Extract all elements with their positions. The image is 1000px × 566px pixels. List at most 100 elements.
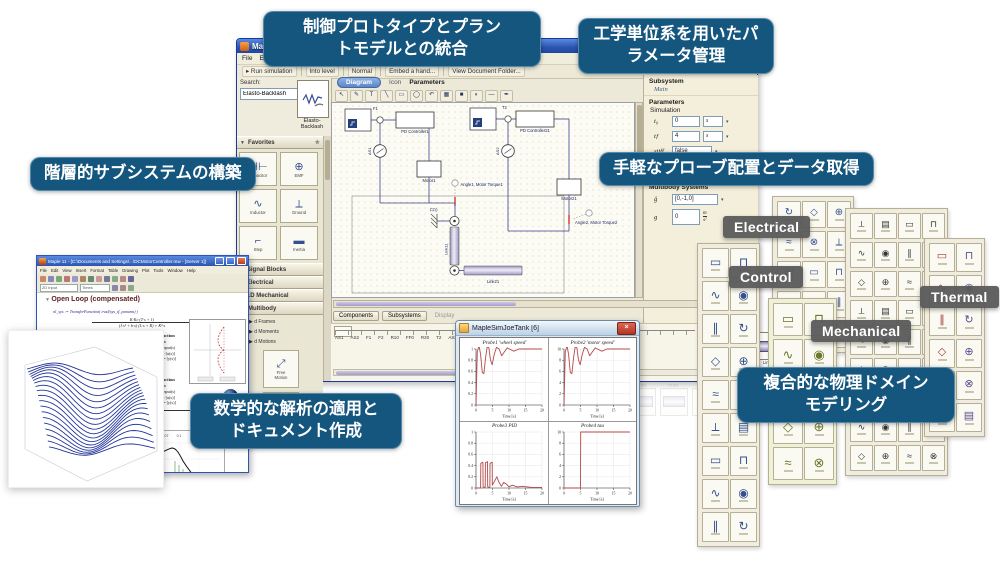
palette-tile[interactable]: ∥ <box>929 307 955 336</box>
draw-tool[interactable]: T <box>365 89 378 102</box>
palette-tile[interactable]: ▭ <box>898 213 921 239</box>
palette-tile[interactable]: ↻ <box>956 307 982 336</box>
palette-tile[interactable]: ∿ <box>702 281 729 311</box>
palette-tile[interactable]: ◉ <box>804 339 834 372</box>
draw-tool[interactable]: ↖ <box>335 89 348 102</box>
maple-menu-item[interactable]: Format <box>90 267 104 273</box>
palette-component-inductor[interactable]: ∿Inductor <box>239 189 277 223</box>
font-combo[interactable]: Times <box>80 283 110 292</box>
palette-component-emf[interactable]: ⊕EMF <box>280 152 318 186</box>
maple-menu-item[interactable]: Insert <box>75 267 87 273</box>
maple-menu-item[interactable]: Plot <box>142 267 150 273</box>
palette-component[interactable]: ⤢Free Motion <box>263 350 299 388</box>
palette-tile[interactable]: ◇ <box>702 347 729 377</box>
maple-toolbar-icon[interactable] <box>56 275 62 282</box>
tab-display[interactable]: Display <box>434 313 455 319</box>
palette-component-ground[interactable]: ⟂Ground <box>280 189 318 223</box>
palette-tile[interactable]: ⟂ <box>850 213 873 239</box>
search-input[interactable] <box>240 88 298 100</box>
tf-value[interactable]: 4 <box>672 131 700 142</box>
maple-menu-item[interactable]: Window <box>167 267 183 273</box>
draw-tool[interactable]: ▦ <box>440 89 453 102</box>
palette-tile[interactable]: ∥ <box>702 314 729 344</box>
maple-titlebar[interactable]: Maple 11 - [C:\Documents and Settings\..… <box>37 256 248 266</box>
palette-tile[interactable]: ∿ <box>850 242 873 268</box>
draw-tool[interactable]: ✎ <box>350 89 363 102</box>
maple-toolbar-icon[interactable] <box>72 275 78 282</box>
tab-diagram[interactable]: Diagram <box>337 76 382 88</box>
palette-tile[interactable]: ≈ <box>702 380 729 410</box>
strip-item[interactable]: T2 <box>436 335 442 340</box>
draw-tool[interactable]: ↶ <box>425 89 438 102</box>
maple-toolbar-icon[interactable] <box>64 275 70 282</box>
palette-tile[interactable]: ▭ <box>929 243 955 272</box>
palette-tile[interactable]: ⊓ <box>922 213 945 239</box>
palette-component-inertia[interactable]: ▬Inertia <box>280 226 318 260</box>
palette-tile[interactable]: ◉ <box>874 242 897 268</box>
palette-tile[interactable]: ⊕ <box>874 271 897 297</box>
tab-subsystems[interactable]: Subsystems <box>382 311 427 321</box>
maple-maximize-button[interactable] <box>226 257 235 265</box>
maple-toolbar-icon[interactable] <box>40 275 46 282</box>
tab-parameters[interactable]: Parameters <box>409 78 445 86</box>
maple-menu-item[interactable]: Drawing <box>122 267 138 273</box>
palette-tile[interactable]: ∥ <box>702 512 729 542</box>
component-tile-link2[interactable]: Link2 <box>660 383 688 416</box>
multibody-subsection[interactable]: ▶ d Motions <box>249 339 276 345</box>
palette-tile[interactable]: ⊓ <box>730 446 757 476</box>
maple-menu-item[interactable]: View <box>62 267 72 273</box>
maple-close-button[interactable] <box>237 257 246 265</box>
draw-tool[interactable]: ╲ <box>380 89 393 102</box>
palette-tile[interactable]: ⟂ <box>702 413 729 443</box>
draw-tool[interactable]: ◯ <box>410 89 423 102</box>
section-multibody[interactable]: ▼Multibody <box>237 302 323 315</box>
palette-tile[interactable]: ⊕ <box>874 445 897 471</box>
strip-item[interactable]: F1 <box>366 335 372 340</box>
draw-tool[interactable]: ■ <box>455 89 468 102</box>
maple-toolbar-icon[interactable] <box>104 275 110 282</box>
strip-item[interactable]: AS1 <box>335 335 344 340</box>
palette-tile[interactable]: ◉ <box>730 479 757 509</box>
canvas-hscrollbar[interactable] <box>333 300 753 308</box>
palette-tile[interactable]: ◇ <box>850 271 873 297</box>
palette-tile[interactable]: ▭ <box>773 303 803 336</box>
section-1d-mechanical[interactable]: ▶1D Mechanical <box>237 289 323 302</box>
multibody-subsection[interactable]: ▶ d Frames <box>249 319 276 325</box>
maple-toolbar-icon[interactable] <box>88 275 94 282</box>
tab-components[interactable]: Components <box>333 311 380 321</box>
palette-tile[interactable]: ↻ <box>730 512 757 542</box>
maple-toolbar-icon[interactable] <box>120 275 126 282</box>
maple-toolbar-icon[interactable] <box>128 275 134 282</box>
maple-menu-item[interactable]: File <box>40 267 47 273</box>
gdir-value[interactable]: [0,-1,0] <box>672 194 718 205</box>
elasto-backlash-preview[interactable] <box>297 80 329 118</box>
maple-menu-item[interactable]: Tools <box>153 267 164 273</box>
strip-item[interactable]: AS2 <box>350 335 360 340</box>
maple-toolbar-icon[interactable] <box>112 275 118 282</box>
palette-tile[interactable]: ◇ <box>929 339 955 368</box>
section-favorites[interactable]: ▼Favorites★ <box>237 136 323 149</box>
canvas-vscrollbar[interactable] <box>635 102 643 298</box>
maple-toolbar-icon[interactable] <box>96 275 102 282</box>
palette-tile[interactable]: ▤ <box>874 213 897 239</box>
palette-tile[interactable]: ▤ <box>956 403 982 432</box>
palette-tile[interactable]: ⊗ <box>804 447 834 480</box>
palette-tile[interactable]: ▭ <box>702 248 729 278</box>
palette-tile[interactable]: ▭ <box>702 446 729 476</box>
g-value[interactable]: 0 <box>672 209 700 225</box>
toolbar-item[interactable]: ▸ Run simulation <box>242 66 297 77</box>
probe-window-titlebar[interactable]: MapleSimJoeTank [6] × <box>456 321 639 336</box>
multibody-subsection[interactable]: ▶ d Moments <box>249 329 279 335</box>
palette-tile[interactable]: ⟂ <box>850 300 873 326</box>
probe-window-close-button[interactable]: × <box>617 321 636 335</box>
palette-tile[interactable]: ∿ <box>773 339 803 372</box>
palette-tile[interactable]: ⊕ <box>956 339 982 368</box>
palette-tile[interactable]: ◇ <box>850 445 873 471</box>
style-combo[interactable]: 2D Input <box>40 283 78 292</box>
palette-tile[interactable]: ↻ <box>730 314 757 344</box>
palette-tile[interactable]: ⊓ <box>956 243 982 272</box>
maple-minimize-button[interactable] <box>215 257 224 265</box>
strip-item[interactable]: R10 <box>390 335 399 340</box>
maple-menu-item[interactable]: Table <box>107 267 119 273</box>
